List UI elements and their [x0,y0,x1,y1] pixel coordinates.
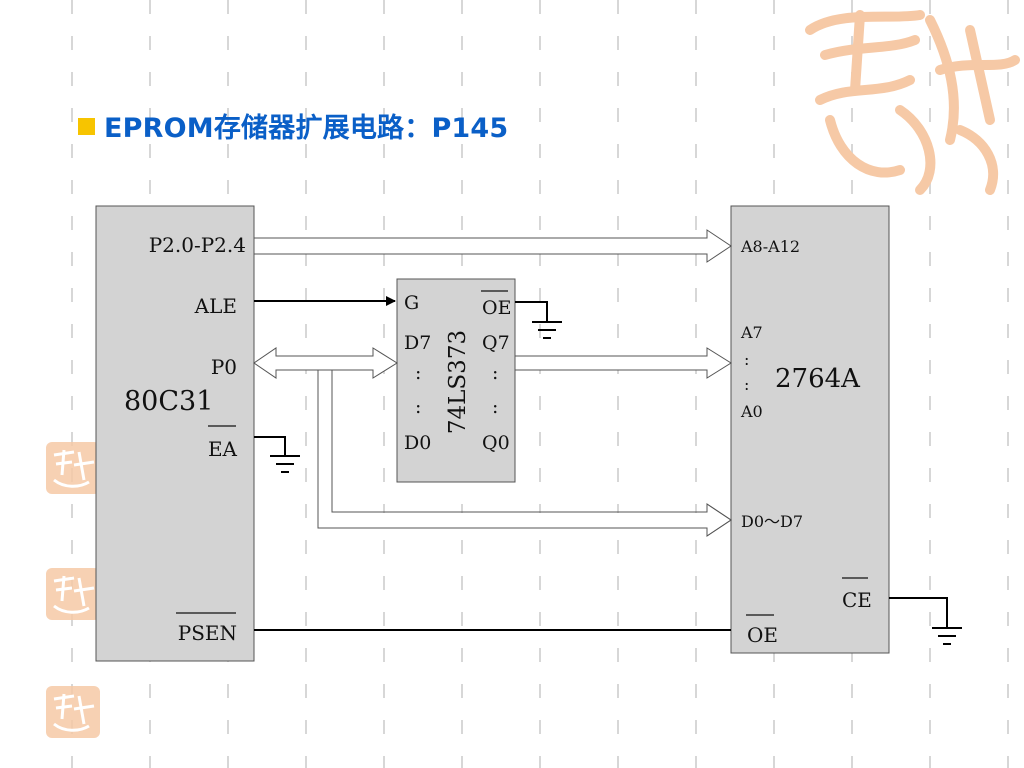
eprom-pin-a0: A0 [740,402,763,421]
latch-pin-d0: D0 [404,432,431,454]
latch-chip [396,278,516,483]
latch-dots-q-2: : [492,396,498,418]
mcu-pin-ea: EA [208,437,238,461]
mcu-pin-p0: P0 [211,355,237,379]
ground-symbol-eprom-ce [889,597,962,645]
bus-p0-to-latch [253,347,398,379]
eprom-dots-2: : [744,375,749,394]
title-bullet [78,118,95,135]
latch-pin-q0: Q0 [482,432,510,454]
eprom-dots-1: : [744,350,749,369]
bus-latch-to-eprom-addr [514,347,732,379]
bus-p0-to-eprom-data [317,370,732,537]
mcu-pin-psen: PSEN [178,621,237,645]
eprom-pin-d0-d7: D0～D7 [741,512,803,531]
eprom-chip-label: 2764A [775,364,861,394]
ground-symbol-latch-oe [515,301,562,339]
eprom-pin-ce: CE [842,588,872,612]
eprom-pin-a8-a12: A8-A12 [740,237,800,256]
ground-symbol-ea [254,436,300,473]
bus-p2-to-a8-a12 [253,229,732,263]
eprom-pin-oe: OE [747,623,778,647]
mcu-chip-label: 80C31 [124,386,213,417]
eprom-pin-a7: A7 [740,323,763,342]
decorative-seal-small-1 [46,442,100,494]
mcu-pin-p2: P2.0-P2.4 [149,233,246,257]
decorative-seal-small-2 [46,568,100,620]
latch-dots-d-2: : [415,396,421,418]
decorative-seal-logo [805,10,1020,195]
mcu-pin-ale: ALE [194,294,237,318]
latch-dots-q-1: : [492,362,498,384]
mcu-chip [95,205,255,662]
latch-pin-q7: Q7 [482,332,510,354]
latch-pin-oe: OE [482,297,511,319]
latch-dots-d-1: : [415,362,421,384]
latch-chip-label: 74LS373 [445,330,471,434]
eprom-chip [730,205,890,654]
slide-title: EPROM存储器扩展电路：P145 [104,113,509,144]
latch-pin-d7: D7 [404,332,431,354]
latch-pin-g: G [404,292,419,314]
decorative-seal-small-3 [46,686,100,738]
